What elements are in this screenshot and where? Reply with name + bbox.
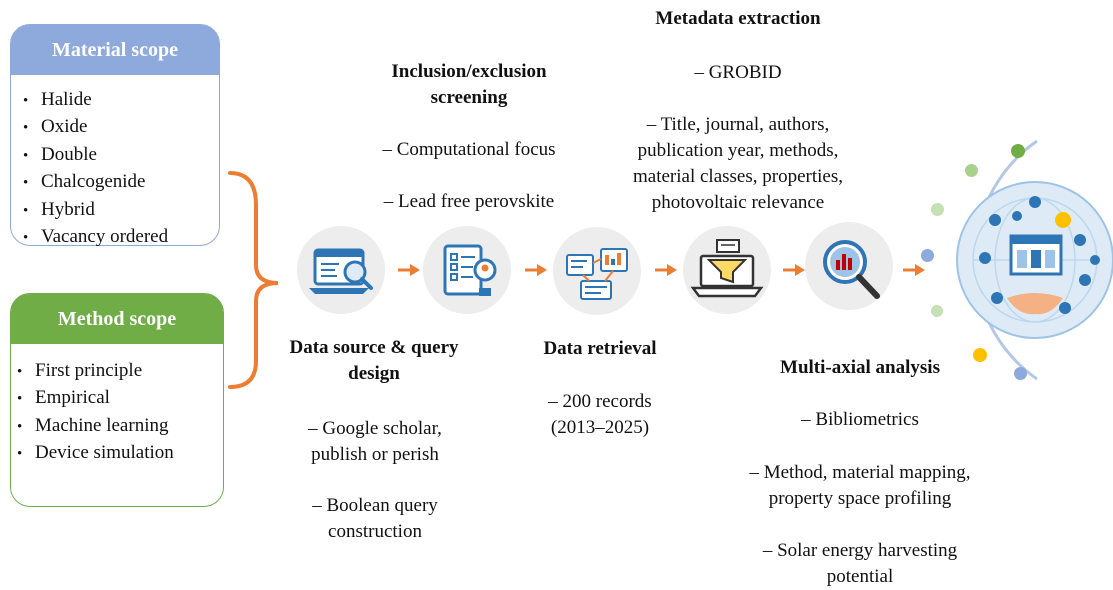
data-source-detail-2: – Boolean query construction xyxy=(280,493,470,545)
analysis-detail-2: – Method, material mapping, property spa… xyxy=(720,460,1000,512)
analysis-title: Multi-axial analysis xyxy=(780,357,940,378)
data-source-title-line1: Data source & query xyxy=(289,337,459,358)
analysis-detail-1: – Bibliometrics xyxy=(801,409,919,430)
method-scope-list: First principle Empirical Machine learni… xyxy=(17,358,174,468)
analysis-detail-3-line1: – Solar energy harvesting xyxy=(762,540,958,561)
orbit-dot-3 xyxy=(931,203,944,216)
retrieval-detail-line1: – 200 records xyxy=(548,391,652,412)
method-scope-header: Method scope xyxy=(11,294,223,344)
material-scope-header: Material scope xyxy=(11,25,219,75)
data-network-icon xyxy=(566,248,628,300)
material-scope-box: Material scope Halide Oxide Double Chalc… xyxy=(10,24,220,247)
screening-title-line1: Inclusion/exclusion xyxy=(391,61,547,82)
step-screening-circle xyxy=(423,226,511,314)
list-item: First principle xyxy=(17,358,174,385)
data-source-title: Data source & query design xyxy=(264,335,484,387)
extraction-detail-2-line1: – Title, journal, authors, xyxy=(646,114,830,135)
smart-energy-globe-icon xyxy=(956,181,1113,339)
retrieval-title: Data retrieval xyxy=(543,338,657,359)
orbit-dot-2 xyxy=(965,164,978,177)
step-data-source-circle xyxy=(297,226,385,314)
extraction-detail-1: – GROBID xyxy=(694,62,782,83)
arrow-2 xyxy=(525,264,547,276)
orbit-dot-4 xyxy=(921,249,934,262)
laptop-filter-icon xyxy=(690,239,764,298)
list-item: Device simulation xyxy=(17,440,174,467)
merge-bracket xyxy=(228,171,279,389)
step-extraction-circle xyxy=(683,226,771,314)
checklist-user-icon xyxy=(443,244,497,296)
list-item: Hybrid xyxy=(23,197,168,224)
analysis-detail-3-line2: potential xyxy=(826,566,894,587)
extraction-detail-2-line3: material classes, properties, xyxy=(633,166,843,187)
retrieval-detail-line2: (2013–2025) xyxy=(550,417,650,438)
step-retrieval-circle xyxy=(553,227,641,315)
method-scope-box: Method scope First principle Empirical M… xyxy=(10,293,224,507)
arrow-5 xyxy=(903,264,925,276)
data-source-detail-1-line1: – Google scholar, xyxy=(308,418,442,439)
arrow-3 xyxy=(655,264,677,276)
arrow-4 xyxy=(783,264,805,276)
data-source-detail-1-line2: publish or perish xyxy=(311,444,439,465)
step-analysis-circle xyxy=(805,222,893,310)
data-source-title-line2: design xyxy=(348,363,400,384)
screening-title-line2: screening xyxy=(430,87,508,108)
list-item: Halide xyxy=(23,87,168,114)
orbit-dot-6 xyxy=(973,348,987,362)
list-item: Double xyxy=(23,142,168,169)
orbit-dot-1 xyxy=(1011,144,1025,158)
list-item: Chalcogenide xyxy=(23,169,168,196)
orbit-dot-5 xyxy=(931,305,943,317)
data-source-detail-1: – Google scholar, publish or perish xyxy=(280,416,470,468)
analysis-detail-3: – Solar energy harvesting potential xyxy=(720,538,1000,590)
material-scope-list: Halide Oxide Double Chalcogenide Hybrid … xyxy=(23,87,168,251)
web-search-icon xyxy=(309,248,373,294)
data-source-detail-2-line1: – Boolean query xyxy=(312,495,438,516)
analysis-detail-2-line2: property space profiling xyxy=(768,488,952,509)
list-item: Oxide xyxy=(23,114,168,141)
screening-detail-2: – Lead free perovskite xyxy=(383,191,555,212)
analysis-detail-2-line1: – Method, material mapping, xyxy=(749,462,971,483)
orbit-dot-7 xyxy=(1014,367,1027,380)
extraction-title: Metadata extraction xyxy=(655,8,821,29)
extraction-detail-2-line2: publication year, methods, xyxy=(637,140,839,161)
screening-detail-1: – Computational focus xyxy=(382,139,556,160)
list-item: Machine learning xyxy=(17,413,174,440)
extraction-detail-2: – Title, journal, authors, publication y… xyxy=(600,112,876,216)
data-source-detail-2-line2: construction xyxy=(328,521,422,542)
retrieval-detail: – 200 records (2013–2025) xyxy=(520,389,680,441)
extraction-detail-2-line4: photovoltaic relevance xyxy=(651,192,825,213)
arrow-1 xyxy=(398,264,420,276)
list-item: Empirical xyxy=(17,385,174,412)
list-item: Vacancy ordered xyxy=(23,224,168,251)
screening-title: Inclusion/exclusion screening xyxy=(364,59,574,111)
magnifier-chart-icon xyxy=(823,240,880,299)
